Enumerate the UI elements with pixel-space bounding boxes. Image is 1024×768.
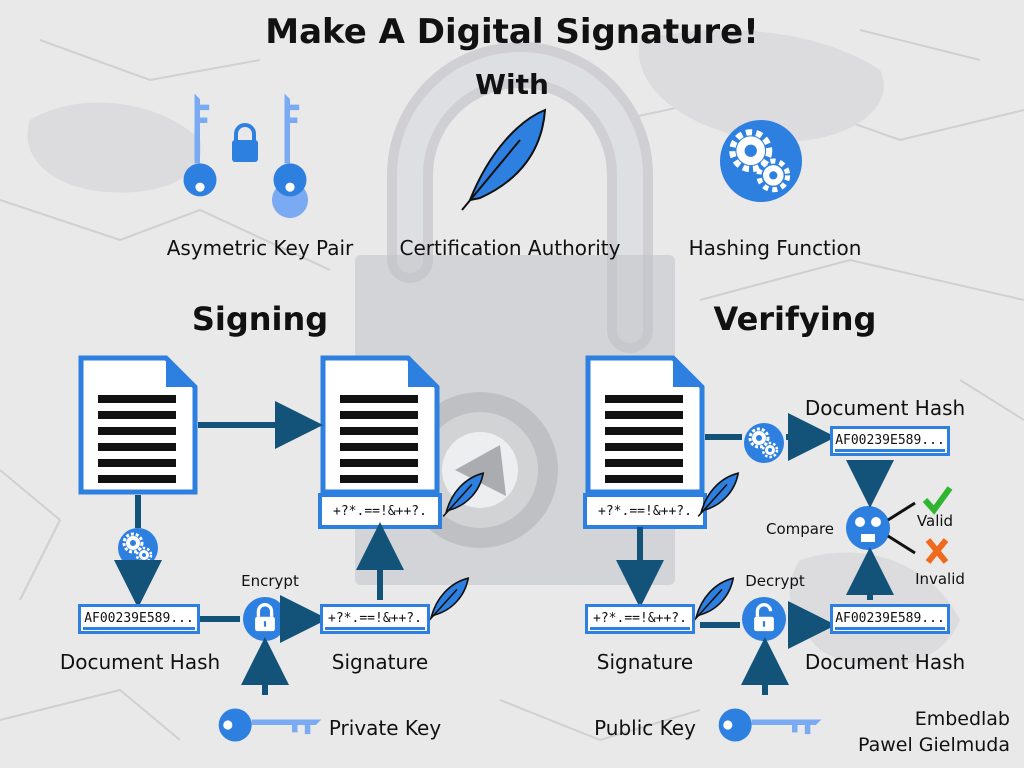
signing-hash-box: AF00239E589... [78, 604, 200, 634]
public-key-label: Public Key [594, 716, 696, 740]
key-pair-label: Asymetric Key Pair [166, 236, 354, 260]
verifying-document-icon [588, 358, 702, 492]
encrypt-lock-icon [243, 597, 287, 641]
decrypt-lock-icon [742, 597, 786, 641]
signing-arrows [114, 401, 404, 695]
verify-signature-box: +?*.==!&++?. [585, 604, 695, 634]
public-key-icon [718, 708, 822, 742]
verify-hash-top-box: AF00239E589... [830, 426, 950, 456]
page-title: Make A Digital Signature! [265, 12, 759, 52]
signing-signature-box: +?*.==!&++?. [320, 604, 430, 634]
credit-line-1: Embedlab [914, 708, 1010, 730]
verifying-heading: Verifying [713, 300, 877, 338]
hashing-gears-icon [720, 120, 802, 202]
compare-face-icon [846, 501, 916, 555]
private-key-label: Private Key [328, 716, 442, 740]
page-subtitle: With [475, 68, 549, 101]
signature-document-icon [323, 358, 437, 492]
verify-hash-gear-icon [744, 423, 784, 463]
verify-hash-bottom-label: Document Hash [804, 650, 966, 674]
hashing-label: Hashing Function [688, 236, 862, 260]
ca-label: Certification Authority [399, 236, 621, 260]
invalid-x-icon [925, 538, 949, 564]
valid-check-icon [922, 486, 953, 515]
verify-hash-bottom-box: AF00239E589... [830, 604, 950, 634]
quill-icon [461, 108, 547, 211]
private-key-icon [218, 708, 322, 742]
signed-doc-signature-text: +?*.==!&++?. [333, 504, 427, 519]
valid-label: Valid [916, 512, 954, 530]
verifying-arrows [616, 413, 894, 695]
signing-hash-label: Document Hash [59, 650, 221, 674]
signing-document-icon [81, 358, 195, 492]
encrypt-label: Encrypt [241, 572, 299, 590]
compare-label: Compare [765, 520, 835, 538]
signing-heading: Signing [191, 300, 329, 338]
signing-hash-gear-icon [118, 528, 158, 568]
key-pair-icon [183, 93, 308, 218]
credit-line-2: Pawel Gielmuda [857, 734, 1010, 756]
verify-signature-label: Signature [596, 650, 694, 674]
verify-doc-signature-text: +?*.==!&++?. [598, 504, 692, 519]
signing-signature-label: Signature [331, 650, 429, 674]
decrypt-label: Decrypt [745, 572, 805, 590]
invalid-label: Invalid [915, 570, 965, 588]
verify-hash-top-label: Document Hash [804, 396, 966, 420]
verify-signature-quill-icon [692, 577, 735, 623]
